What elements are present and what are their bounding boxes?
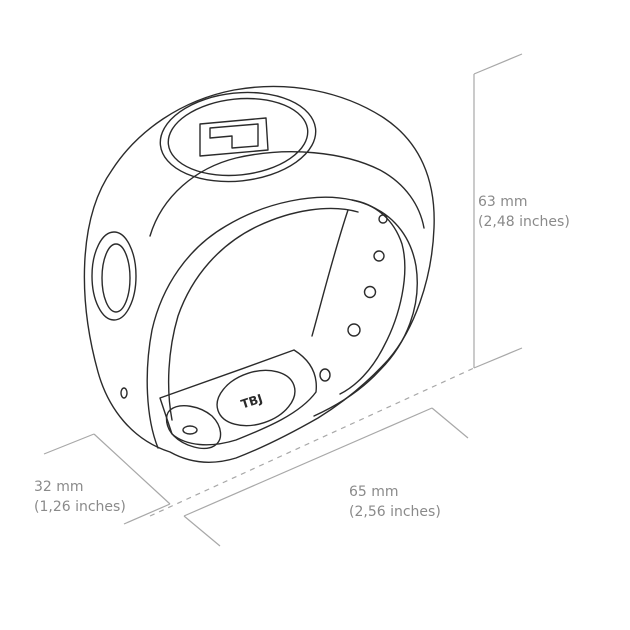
width-right-tick xyxy=(431,407,469,439)
wristband-drawing xyxy=(83,85,435,463)
strap-hole xyxy=(373,250,385,262)
width-label: 65 mm (2,56 inches) xyxy=(349,482,441,522)
clasp-plate xyxy=(159,349,317,446)
height-top-extension xyxy=(473,53,523,75)
clasp-pin xyxy=(182,425,198,435)
width-mm: 65 mm xyxy=(349,484,399,500)
strap-hole xyxy=(319,368,331,382)
height-mm: 63 mm xyxy=(478,194,528,210)
depth-label: 32 mm (1,26 inches) xyxy=(34,477,126,517)
band-top-rim xyxy=(149,151,425,237)
medallion-logo-icon xyxy=(199,117,269,157)
side-opening-outer xyxy=(91,231,137,321)
width-dimension-line xyxy=(183,407,433,517)
strap-hole xyxy=(378,214,388,224)
depth-top-tick xyxy=(43,433,95,455)
side-opening-inner xyxy=(101,243,131,313)
top-medallion-inner xyxy=(167,97,309,177)
strap-hole xyxy=(363,285,377,299)
clasp-slot xyxy=(165,405,222,450)
band-outer-contour xyxy=(83,85,435,463)
band-inner-opening xyxy=(146,196,418,449)
width-inches: (2,56 inches) xyxy=(349,504,441,520)
height-bottom-extension xyxy=(473,347,523,369)
strap-hole xyxy=(347,323,361,337)
dimension-lines xyxy=(43,53,523,547)
height-inches: (2,48 inches) xyxy=(478,214,570,230)
height-label: 63 mm (2,48 inches) xyxy=(478,192,570,232)
depth-dimension-line xyxy=(93,433,171,505)
depth-mm: 32 mm xyxy=(34,479,84,495)
depth-bottom-tick xyxy=(123,503,171,525)
band-inner-opening-edge xyxy=(167,207,359,421)
top-medallion-outer xyxy=(159,91,317,183)
strap-outline xyxy=(339,199,406,395)
width-left-tick xyxy=(183,515,221,547)
side-pin xyxy=(120,387,128,399)
strap-inner-line xyxy=(311,209,349,337)
clasp-logo-text: TBJ xyxy=(239,391,264,411)
depth-inches: (1,26 inches) xyxy=(34,499,126,515)
clasp-logo-badge xyxy=(216,369,296,427)
medallion-logo-icon-inner xyxy=(209,123,259,149)
